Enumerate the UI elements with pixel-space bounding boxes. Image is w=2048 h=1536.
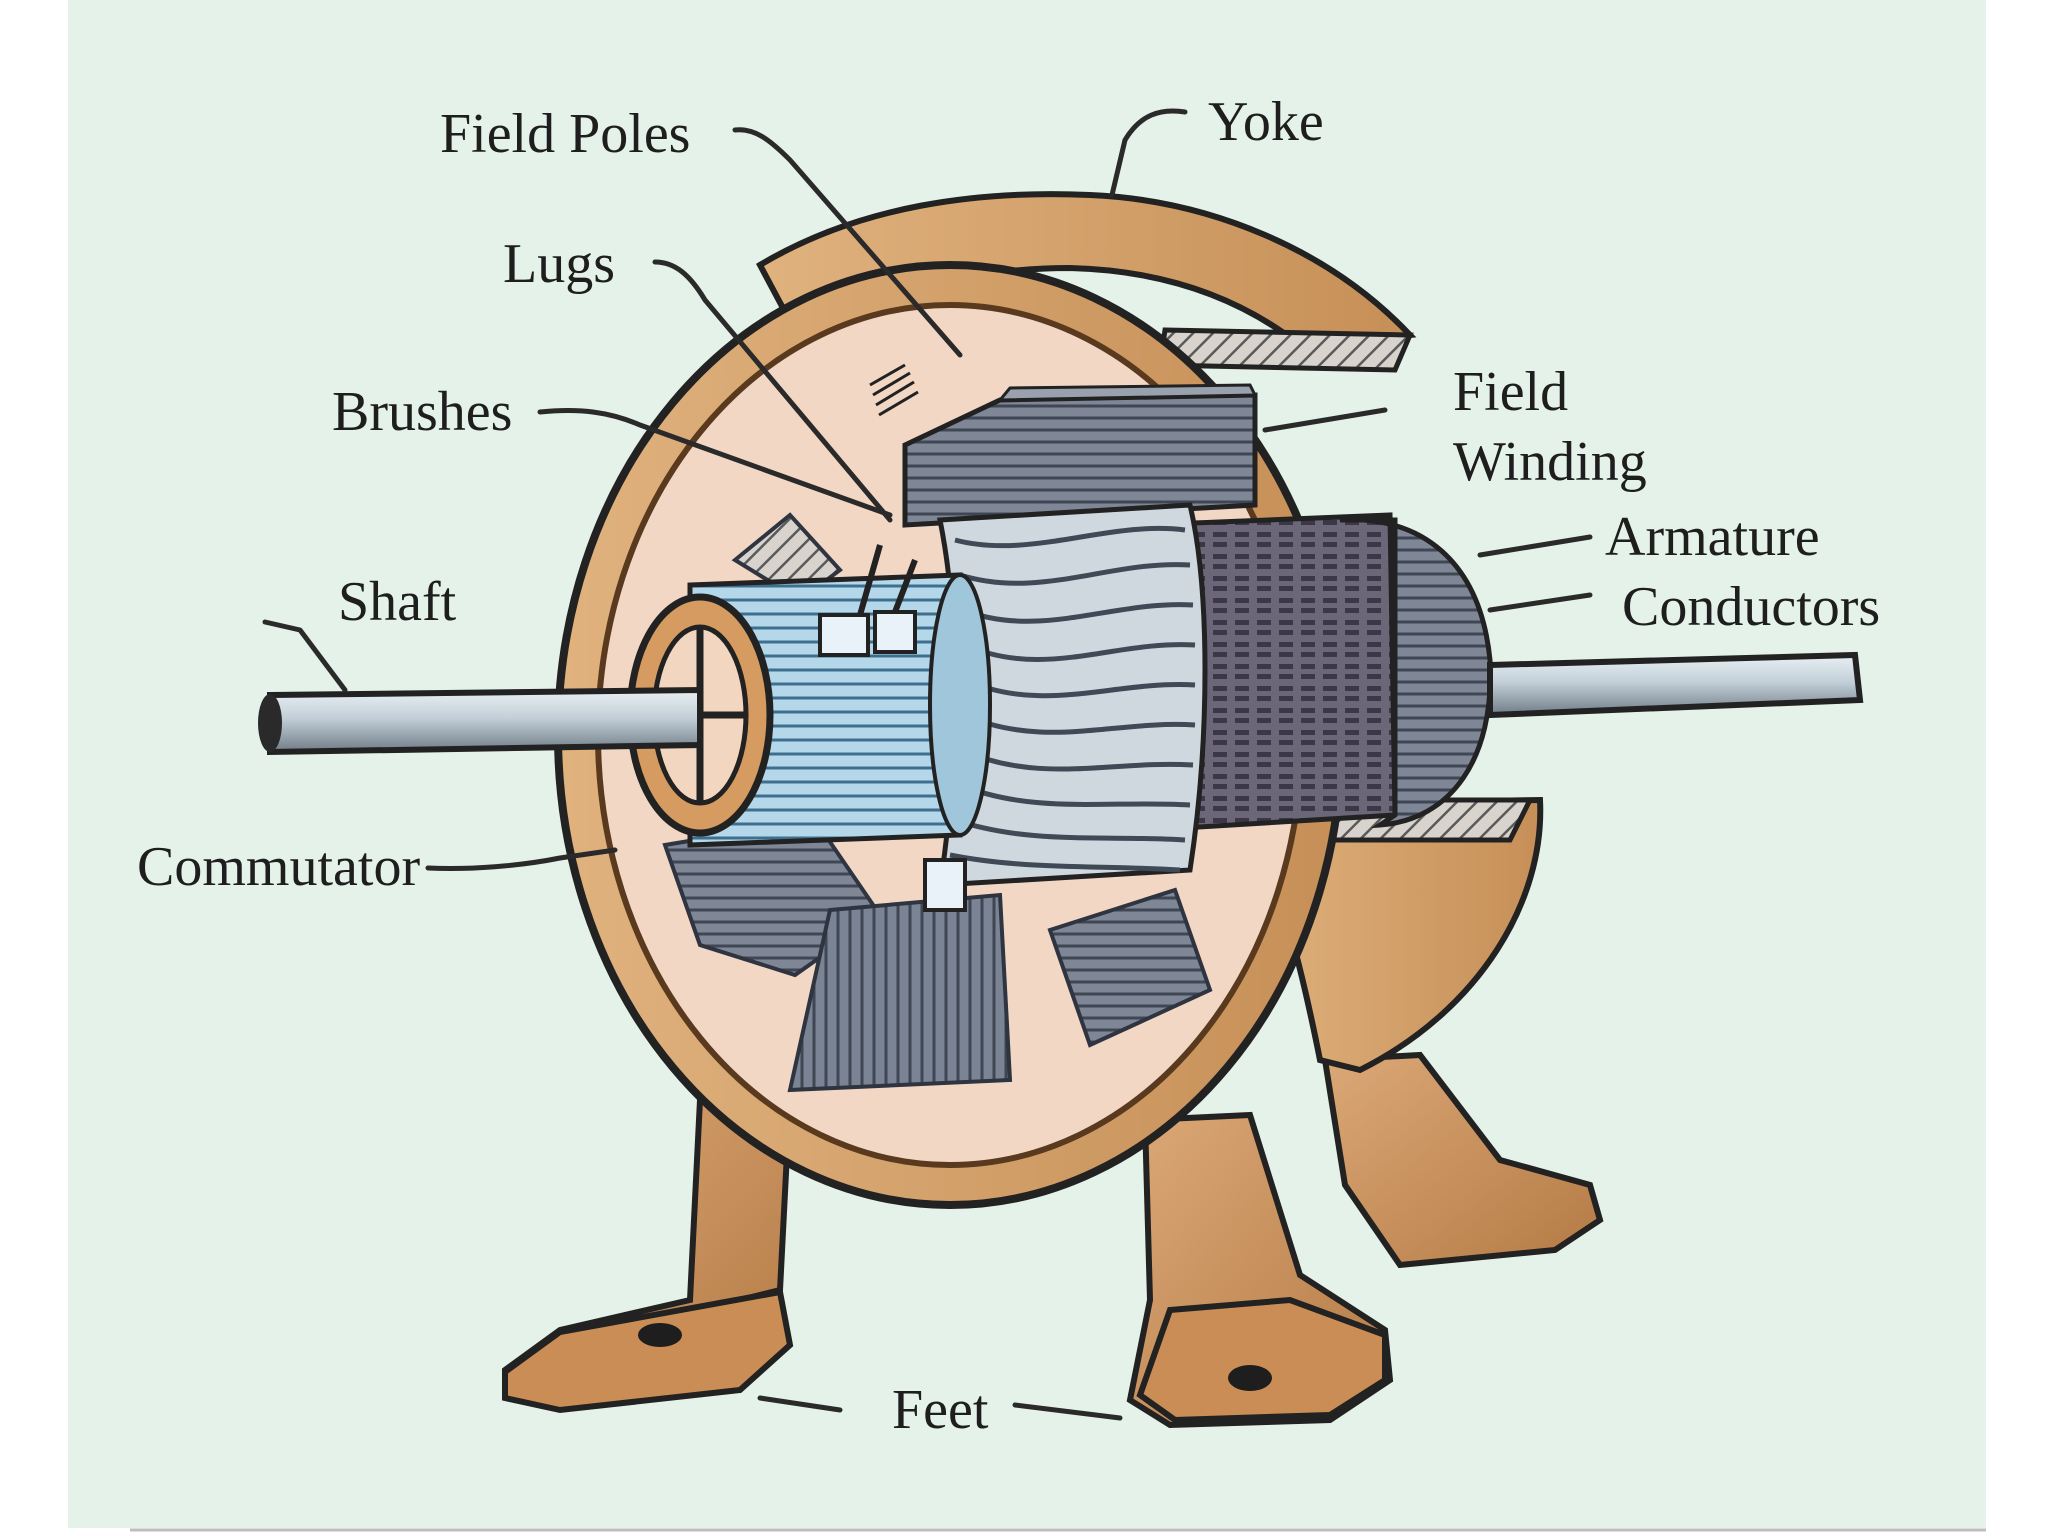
label-lugs: Lugs [503, 233, 615, 295]
shaft [258, 651, 1864, 756]
left-margin [0, 0, 68, 1536]
leader-yoke [1109, 108, 1188, 198]
field-winding-block [902, 392, 1258, 528]
conductor-strands [949, 525, 1196, 873]
right-foot-bolt-hole [1228, 1365, 1272, 1391]
leader-field-winding [1262, 407, 1388, 433]
labels: Field Poles Yoke Lugs Brushes Field Wind… [137, 91, 1880, 1441]
field-pole-lower-right [1047, 887, 1213, 1048]
leader-commutator [425, 847, 618, 872]
brush-springs [869, 363, 919, 417]
leader-feet-right [1012, 1402, 1123, 1421]
leader-feet-left [757, 1395, 843, 1413]
leader-armature [1477, 534, 1593, 558]
label-armature-line2: Conductors [1622, 576, 1880, 638]
interior [626, 363, 1493, 1093]
brush-top-2 [873, 610, 917, 654]
front-right-foot-base [1136, 1296, 1388, 1424]
label-commutator: Commutator [137, 836, 420, 898]
shaft-left [267, 686, 703, 756]
brush-bottom [923, 858, 967, 912]
rear-right-foot [1321, 1051, 1604, 1269]
brush-top [818, 613, 870, 657]
label-yoke: Yoke [1208, 91, 1324, 153]
shaft-right [1487, 651, 1864, 719]
leader-shaft [262, 619, 348, 693]
label-feet: Feet [892, 1379, 989, 1441]
field-winding-top-face [996, 383, 1258, 402]
front-left-foot-base [502, 1288, 794, 1414]
brush-assembly [818, 544, 967, 912]
leader-conductors [1487, 592, 1593, 613]
label-brushes: Brushes [332, 381, 512, 443]
leader-field-poles [732, 127, 963, 358]
yoke-top-cut-face [1157, 327, 1414, 373]
leader-lugs [652, 259, 893, 523]
label-field-poles: Field Poles [440, 103, 690, 165]
left-foot-bolt-hole [638, 1323, 682, 1347]
shaft-left-end [258, 694, 282, 752]
label-field-winding-line2: Winding [1453, 431, 1647, 493]
commutator-end [928, 573, 992, 837]
leader-lines [262, 108, 1593, 1421]
label-field-winding-line1: Field [1453, 361, 1568, 423]
right-margin [1986, 0, 2048, 1536]
leader-brushes [537, 408, 893, 518]
motor-feet [502, 1051, 1604, 1429]
label-armature-line1: Armature [1605, 506, 1820, 568]
label-shaft: Shaft [338, 571, 457, 633]
